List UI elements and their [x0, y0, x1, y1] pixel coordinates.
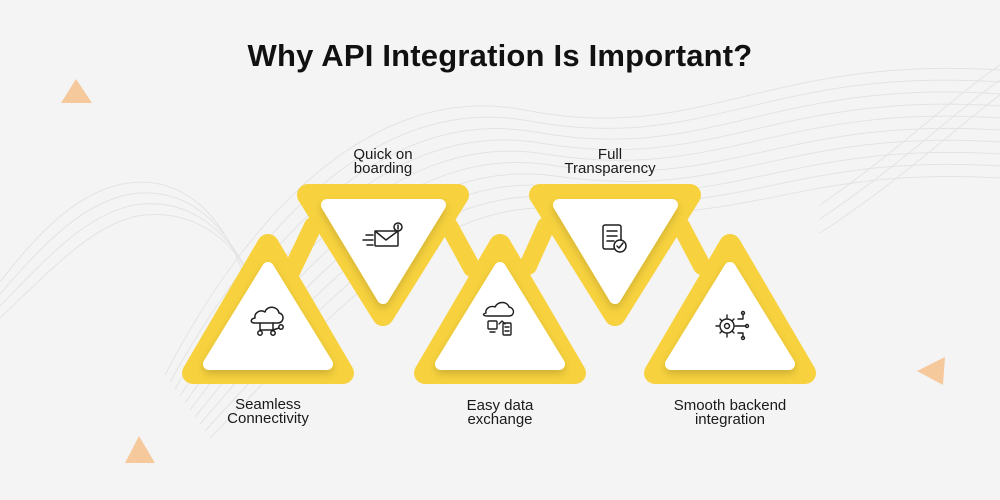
step-label-line: Seamless	[235, 396, 301, 413]
cloud-data-exchange-icon	[482, 301, 515, 336]
step-label-smooth-backend-integration: Smooth backend integration	[635, 397, 825, 428]
decor-triangle-bottom-left	[125, 436, 155, 463]
step-label-easy-data-exchange: Easy data exchange	[405, 397, 595, 428]
gear-circuit-icon	[715, 310, 750, 341]
cloud-network-icon	[250, 306, 284, 336]
decor-triangle-right	[917, 357, 945, 385]
page-title: Why API Integration Is Important?	[247, 38, 753, 73]
triangle-step-4	[529, 184, 701, 326]
triangle-step-2	[297, 184, 469, 326]
step-label-line: Easy data	[466, 397, 534, 414]
connector-2	[440, 217, 481, 277]
step-label-line: Connectivity	[227, 410, 309, 427]
connector-lines	[283, 217, 711, 279]
step-label-line: boarding	[353, 160, 413, 177]
triangle-card	[321, 199, 446, 304]
step-label-line: Quick on	[353, 146, 413, 163]
step-label-line: Full	[597, 146, 623, 163]
triangle-step-1	[182, 234, 354, 384]
connector-1	[283, 217, 322, 279]
decor-triangle-top-left	[61, 79, 92, 103]
step-label-line: Smooth backend	[673, 397, 787, 414]
step-label-quick-on-boarding: Quick on boarding	[298, 146, 468, 177]
triangle-card	[203, 262, 333, 370]
connector-4	[672, 217, 711, 275]
triangle-step-3	[414, 234, 586, 384]
decorative-triangles	[61, 79, 945, 463]
step-label-line: Transparency	[564, 160, 656, 177]
connector-3	[519, 217, 555, 275]
step-label-line: exchange	[467, 411, 533, 428]
triangle-card	[553, 199, 678, 304]
fast-mail-icon	[362, 222, 403, 247]
triangle-card	[665, 262, 795, 370]
step-label-line: integration	[694, 411, 766, 428]
step-label-seamless-connectivity: Seamless Connectivity	[173, 396, 363, 427]
step-label-full-transparency: Full Transparency	[525, 146, 695, 177]
triangle-step-5	[644, 234, 816, 384]
document-check-icon	[602, 224, 627, 253]
